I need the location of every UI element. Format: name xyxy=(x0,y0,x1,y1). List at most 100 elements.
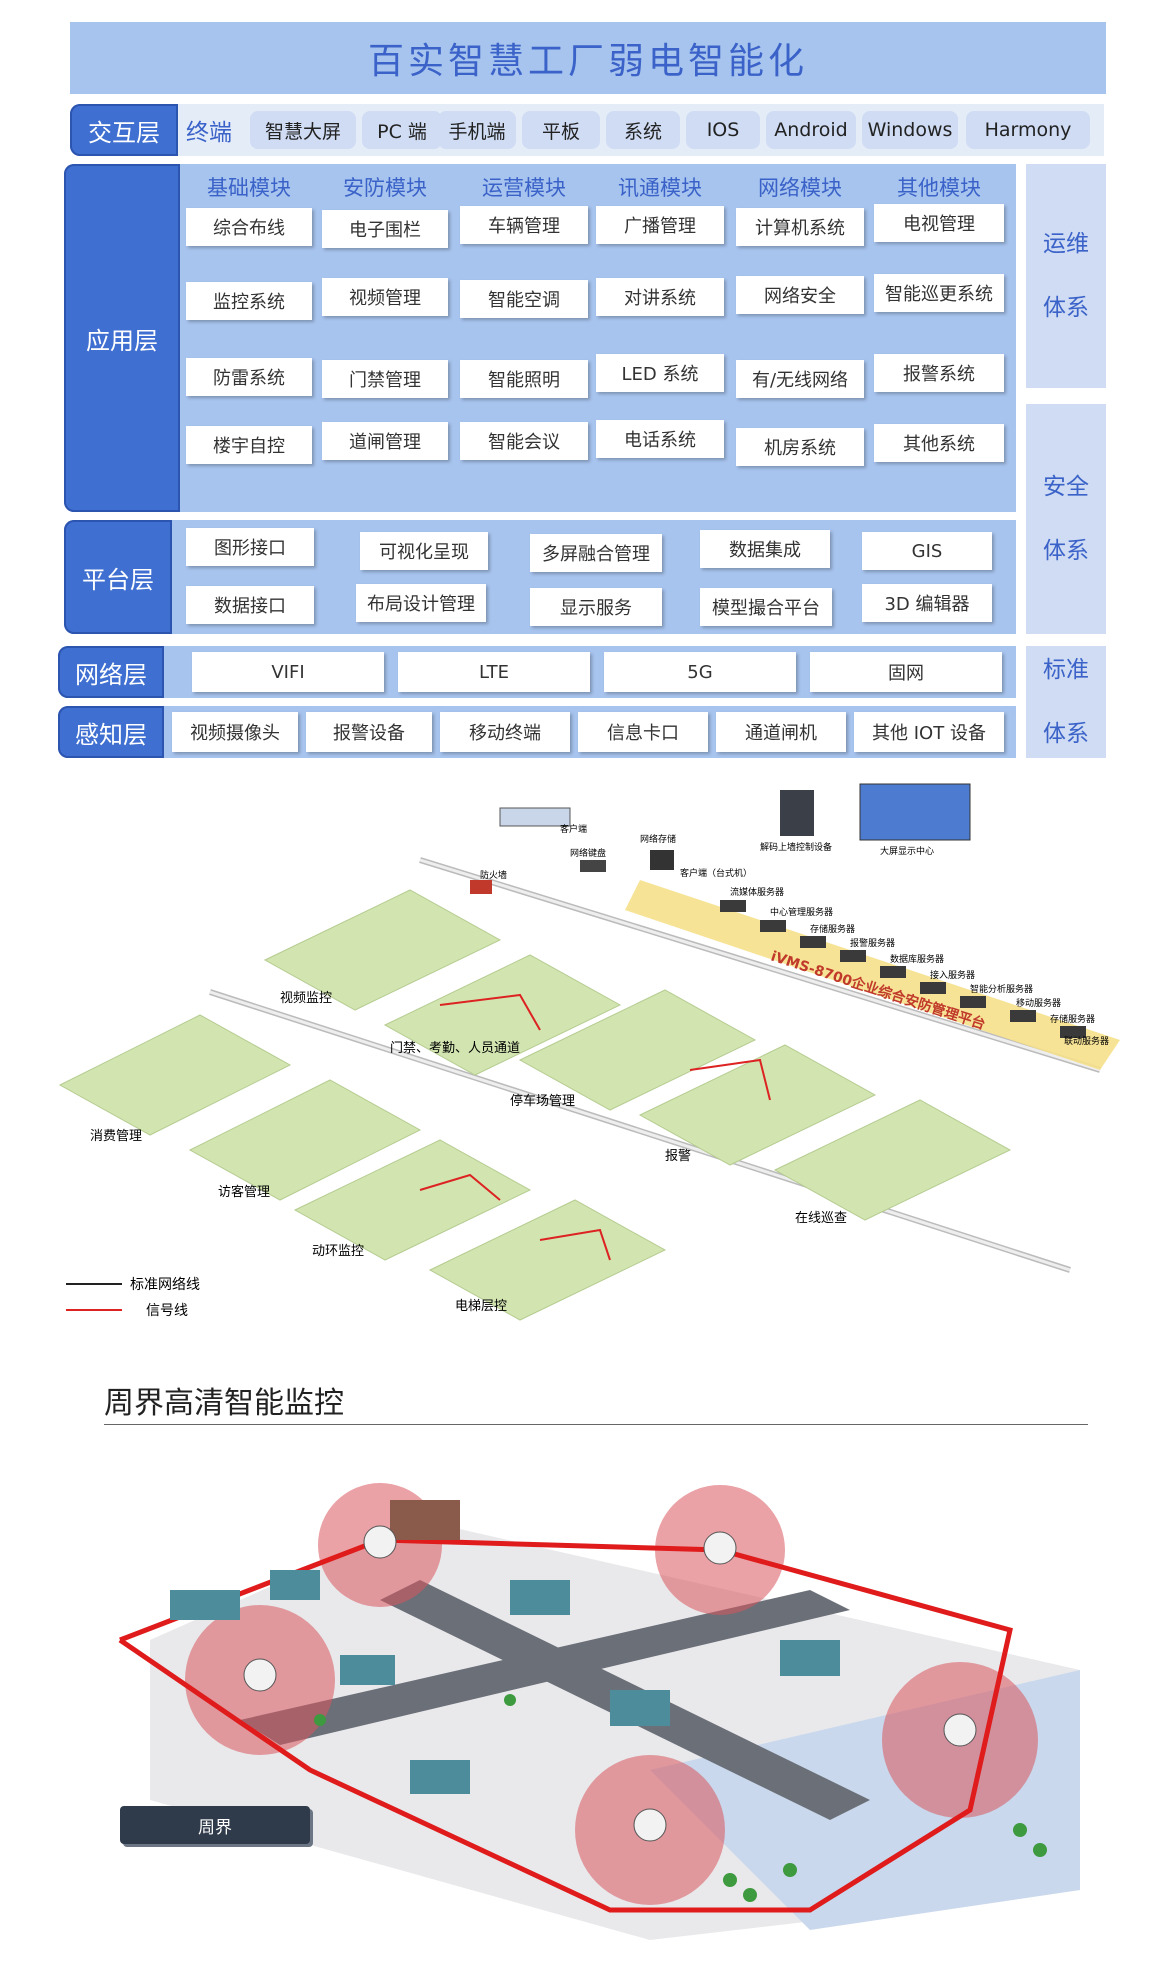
side-standard-text-2: 体系 xyxy=(1043,721,1089,747)
module-item: 其他系统 xyxy=(874,424,1004,462)
zone-tile-alarm xyxy=(638,1044,877,1166)
building-icon xyxy=(340,1655,395,1685)
module-item: 视频管理 xyxy=(322,278,448,316)
signal-line xyxy=(539,1228,611,1261)
security-topology-diagram: iVMS-8700企业综合安防管理平台 视频监控 门禁、考勤、人员通道 停车场管… xyxy=(58,783,1120,1321)
layer-label-application: 应用层 xyxy=(64,164,180,512)
tree-icon xyxy=(783,1863,797,1877)
layer-label-interaction: 交互层 xyxy=(70,104,178,156)
server-icon xyxy=(1060,1026,1086,1038)
perception-item: 信息卡口 xyxy=(578,712,708,752)
module-item: 智能照明 xyxy=(460,360,588,398)
server-icon xyxy=(960,996,986,1008)
module-item: 监控系统 xyxy=(186,282,312,320)
terminal-item: IOS xyxy=(686,111,760,149)
side-standard-system: 标准 体系 xyxy=(1026,646,1106,758)
server-label: 存储服务器 xyxy=(810,923,855,935)
module-item: 门禁管理 xyxy=(322,360,448,398)
module-heading: 运营模块 xyxy=(482,176,566,200)
server-label: 联动服务器 xyxy=(1064,1035,1109,1047)
side-security-system: 安全 体系 xyxy=(1026,404,1106,634)
module-heading: 基础模块 xyxy=(207,176,291,200)
platform-item: 显示服务 xyxy=(530,588,662,626)
device-label: 网络键盘 xyxy=(570,847,606,859)
platform-item: 多屏融合管理 xyxy=(530,534,662,572)
server-icon xyxy=(720,900,746,912)
legend-label: 信号线 xyxy=(146,1303,188,1319)
platform-item: 布局设计管理 xyxy=(356,584,486,622)
legend-label: 标准网络线 xyxy=(130,1277,200,1293)
side-ops-text-1: 运维 xyxy=(1043,231,1089,257)
dome-camera-icon xyxy=(943,1713,977,1747)
terminal-item: PC 端 xyxy=(362,111,442,149)
module-item: 有/无线网络 xyxy=(736,360,864,398)
title-underline xyxy=(104,1424,1088,1425)
module-item: 计算机系统 xyxy=(736,208,864,246)
server-label: 接入服务器 xyxy=(930,969,975,981)
server-label: 移动服务器 xyxy=(1016,997,1061,1009)
module-item: 车辆管理 xyxy=(460,206,588,244)
server-icon xyxy=(1010,1010,1036,1022)
side-standard-text-1: 标准 xyxy=(1043,657,1089,683)
perception-item: 其他 IOT 设备 xyxy=(854,712,1004,752)
module-item: 楼宇自控 xyxy=(186,426,312,464)
signal-line xyxy=(689,1058,771,1101)
terminal-item: Harmony xyxy=(966,111,1090,149)
server-label: 数据库服务器 xyxy=(890,953,944,965)
zone-label: 门禁、考勤、人员通道 xyxy=(390,1041,520,1056)
device-label: 大屏显示中心 xyxy=(880,845,934,857)
signal-line xyxy=(439,993,541,1031)
building-icon xyxy=(410,1760,470,1794)
factory-icon xyxy=(390,1500,460,1540)
zone-tile-access xyxy=(383,954,622,1076)
module-item: 报警系统 xyxy=(874,354,1004,392)
platform-item: 数据接口 xyxy=(186,586,314,624)
module-heading: 讯通模块 xyxy=(618,176,702,200)
module-item: 智能巡更系统 xyxy=(874,274,1004,312)
signal-line xyxy=(419,1173,501,1201)
server-icon xyxy=(800,936,826,948)
platform-item: GIS xyxy=(862,532,992,570)
zone-label: 动环监控 xyxy=(312,1244,364,1259)
terminal-label: 终端 xyxy=(186,120,232,146)
server-label: 中心管理服务器 xyxy=(770,906,833,918)
storage-icon xyxy=(580,860,606,872)
layer-label-platform: 平台层 xyxy=(64,520,172,634)
server-icon xyxy=(760,920,786,932)
perimeter-beam xyxy=(118,1537,1013,1913)
building-icon xyxy=(510,1580,570,1615)
perception-item: 通道闸机 xyxy=(716,712,846,752)
platform-item: 数据集成 xyxy=(700,530,830,568)
module-item: 电视管理 xyxy=(874,204,1004,242)
device-label: 客户端（台式机） xyxy=(680,867,752,879)
platform-item: 3D 编辑器 xyxy=(862,584,992,622)
server-icon xyxy=(880,966,906,978)
dome-camera-icon xyxy=(243,1658,277,1692)
network-item: 5G xyxy=(604,652,796,692)
device-label: 网络存储 xyxy=(640,833,676,845)
zone-label: 消费管理 xyxy=(90,1129,142,1144)
terminal-item: Android xyxy=(766,111,856,149)
perception-item: 报警设备 xyxy=(306,712,432,752)
building-icon xyxy=(270,1570,320,1600)
platform-band xyxy=(625,880,1120,1070)
layer-label-perception: 感知层 xyxy=(58,706,164,758)
perimeter-illustration xyxy=(118,1483,1080,1940)
side-security-text-2: 体系 xyxy=(1043,538,1089,564)
network-item: 固网 xyxy=(810,652,1002,692)
network-item: LTE xyxy=(398,652,590,692)
decoder-device-icon xyxy=(780,790,814,836)
server-label: 存储服务器 xyxy=(1050,1013,1095,1025)
tree-icon xyxy=(743,1888,757,1902)
dome-camera-icon xyxy=(363,1525,397,1559)
terminal-item: 系统 xyxy=(606,111,680,149)
client-laptops-icon xyxy=(499,807,571,827)
device-label: 解码上墙控制设备 xyxy=(760,841,832,853)
module-item: 智能空调 xyxy=(460,280,588,318)
module-item: LED 系统 xyxy=(596,354,724,392)
zone-label: 视频监控 xyxy=(280,991,332,1006)
terminal-item: 平板 xyxy=(522,111,600,149)
server-label: 流媒体服务器 xyxy=(730,886,784,898)
server-label: 智能分析服务器 xyxy=(970,983,1033,995)
firewall-icon xyxy=(470,880,492,894)
